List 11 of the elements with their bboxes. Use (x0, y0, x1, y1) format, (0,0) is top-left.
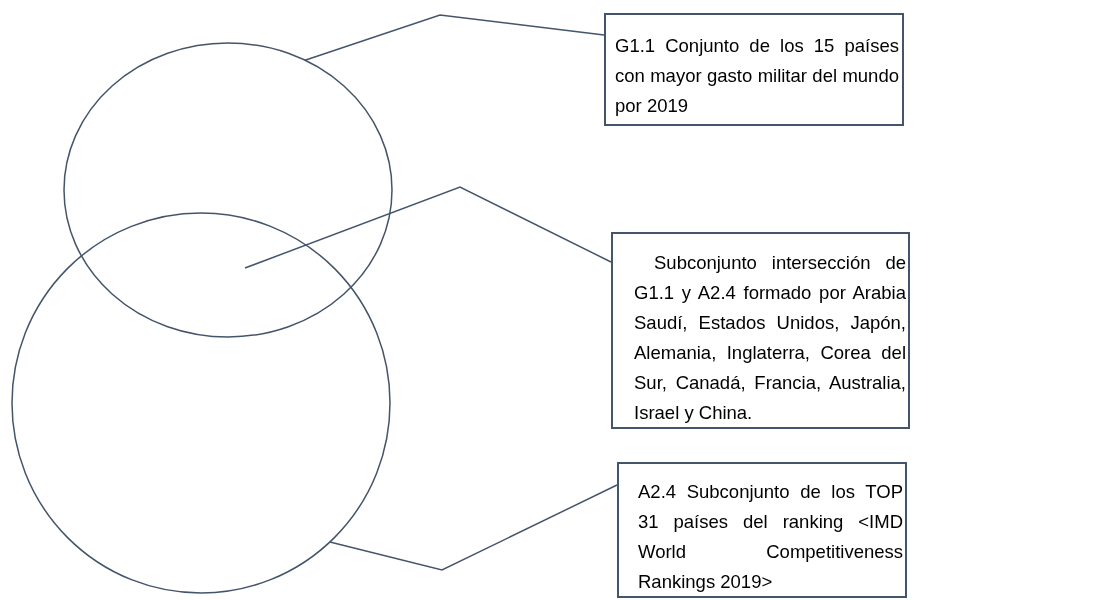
callout-box (617, 462, 907, 598)
callout-box (604, 13, 904, 126)
set-circle (63, 42, 393, 338)
leader-line (304, 14, 605, 61)
callout-text: A2.4 Subconjunto de los TOP 31 países del ranking <IMD World Competitiveness Rankings 2019> (638, 480, 903, 594)
set-circle (11, 212, 391, 594)
leader-line (329, 484, 618, 571)
leader-line (244, 186, 612, 269)
callout-box (611, 232, 910, 429)
callout-text: G1.1 Conjunto de los 15 países con mayor gasto militar del mundo por 2019 (615, 34, 899, 118)
callout-text: Subconjunto intersección de G1.1 y A2.4 formado por Arabia Saudí, Estados Unidos, Japón, Alemania, Inglaterra, Corea del Sur, Canadá, Francia, Australia, Israel y China. (634, 251, 906, 425)
